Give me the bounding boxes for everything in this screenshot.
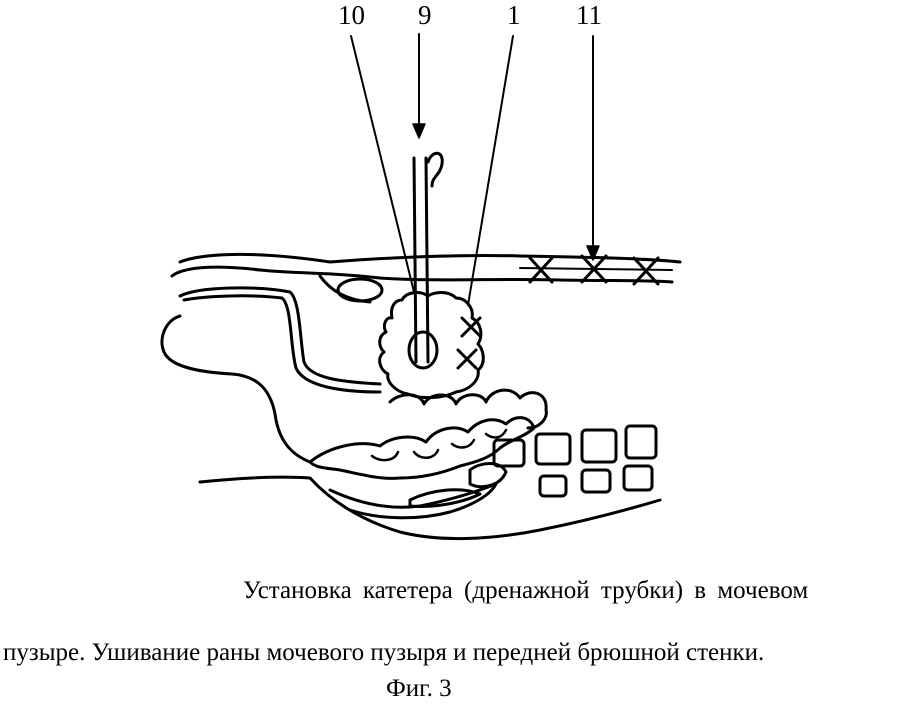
arrow-head-11	[586, 245, 600, 261]
caption-line-1: Установка катетера (дренажной трубки) в …	[243, 577, 809, 604]
figure-number: Фиг. 3	[386, 675, 452, 702]
abdominal-wall-inner	[170, 265, 674, 284]
arrow-head-9	[412, 123, 426, 139]
callout-label-10: 10	[338, 0, 365, 30]
wall-sutures	[528, 254, 660, 286]
caption-line-2: пузыре. Ушивание раны мочевого пузыря и …	[3, 639, 765, 666]
peritoneal-fold-inner	[182, 294, 382, 394]
bowel-loops-upper	[388, 388, 548, 430]
catheter-left-wall	[412, 156, 418, 364]
catheter-hook	[426, 151, 444, 188]
bladder-opening	[407, 330, 439, 370]
callout-label-11: 11	[576, 0, 602, 30]
callout-label-1: 1	[507, 0, 521, 30]
leader-line-1	[467, 35, 514, 306]
lower-body-outline	[198, 475, 662, 541]
pelvic-cavity-outline	[160, 314, 312, 464]
peritoneal-fold	[178, 286, 382, 386]
callout-label-9: 9	[418, 0, 432, 30]
bladder	[378, 291, 485, 400]
bladder-sutures	[456, 316, 482, 370]
leader-line-10	[350, 35, 415, 293]
bowel-inner-curls	[370, 428, 508, 462]
catheter-right-wall	[424, 156, 430, 364]
sacral-outline	[328, 482, 498, 520]
umbilical-loop	[336, 277, 384, 303]
fold-connector	[318, 274, 372, 304]
bowel-loops-mid	[308, 416, 536, 480]
vertebrae	[408, 424, 658, 508]
